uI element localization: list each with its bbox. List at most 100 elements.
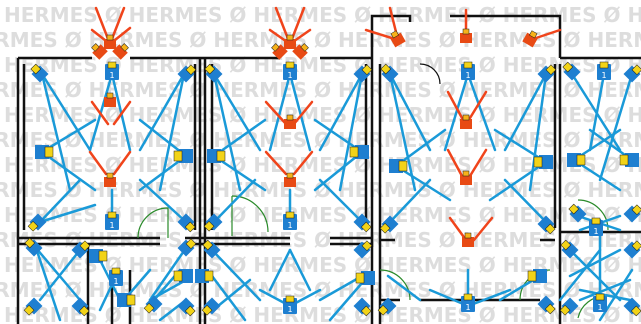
blue-sensor: 1 <box>283 61 297 80</box>
blue-corner-sensor <box>568 203 587 223</box>
blue-beam <box>388 72 432 152</box>
blue-beam <box>138 72 186 152</box>
blue-beam <box>503 72 548 152</box>
blue-beam <box>148 278 188 302</box>
blue-beam <box>288 248 312 292</box>
blue-beam <box>138 154 188 192</box>
blue-beam <box>38 178 82 224</box>
red-sensor <box>460 170 472 185</box>
blue-wall-sensor <box>355 271 375 285</box>
blue-corner-sensor <box>623 64 641 83</box>
blue-wall-sensor <box>173 149 193 163</box>
red-beam <box>264 100 288 126</box>
blue-beam <box>443 72 470 152</box>
blue-wall-sensor <box>527 269 547 283</box>
blue-sensor: 1 <box>283 211 297 230</box>
blue-beam <box>158 72 186 192</box>
red-beam <box>112 100 132 126</box>
blue-beam <box>313 118 364 154</box>
sensor-label: 1 <box>465 71 470 80</box>
blue-beam <box>318 274 364 302</box>
red-sensor <box>104 92 116 107</box>
blue-beam <box>38 203 97 224</box>
sensor-label: 1 <box>287 71 292 80</box>
red-sensor <box>292 43 309 60</box>
blue-beam <box>268 72 292 152</box>
red-sensor <box>460 28 472 43</box>
red-beam <box>468 148 488 178</box>
blue-beam <box>318 72 364 152</box>
blue-beam <box>503 178 548 224</box>
red-sensor <box>112 43 129 60</box>
blue-sensor: 1 <box>461 293 475 312</box>
blue-beam <box>568 248 622 302</box>
blue-wall-sensor <box>349 145 369 159</box>
red-sensor <box>522 30 538 48</box>
blue-beam <box>212 154 267 192</box>
blue-beam <box>394 164 452 202</box>
blue-beam <box>40 72 72 192</box>
sensor-label: 1 <box>601 71 606 80</box>
blue-beam <box>138 178 188 224</box>
blue-beam <box>210 248 262 302</box>
red-beam <box>292 150 314 176</box>
blue-beam <box>216 278 252 308</box>
blue-corner-sensor <box>30 63 49 83</box>
blue-sensor: 1 <box>589 217 603 236</box>
blue-corner-sensor <box>623 240 641 259</box>
red-beam <box>88 150 108 176</box>
red-sensor <box>284 34 296 49</box>
blue-beam <box>388 72 417 192</box>
blue-beam <box>558 248 602 302</box>
blue-wall-sensor <box>567 153 586 167</box>
red-beam <box>292 100 314 126</box>
blue-beam <box>466 72 497 152</box>
blue-corner-sensor <box>623 297 641 317</box>
blue-beam <box>110 72 132 152</box>
blue-corner-sensor <box>537 295 556 315</box>
red-beam <box>112 150 132 176</box>
blue-beam <box>34 246 82 302</box>
blue-corner-sensor <box>537 215 556 235</box>
blue-beam <box>394 128 447 168</box>
blue-beam <box>568 248 622 278</box>
red-sensor <box>284 114 296 129</box>
red-sensor <box>271 43 288 60</box>
blue-wall-sensor <box>117 293 136 307</box>
sensor-label: 1 <box>465 303 470 312</box>
red-beam <box>472 216 494 242</box>
blue-beam <box>493 128 548 164</box>
blue-beam <box>212 72 262 152</box>
red-sensor <box>104 172 116 187</box>
blue-beam <box>212 118 267 158</box>
blue-beam <box>598 72 634 182</box>
blue-corner-sensor <box>559 297 579 316</box>
blue-beam <box>578 278 632 302</box>
sensor-label: 1 <box>113 277 118 286</box>
blue-beam <box>212 178 257 224</box>
blue-beam <box>288 72 312 152</box>
red-sensor <box>390 30 406 48</box>
sensor-label: 1 <box>597 303 602 312</box>
red-beam <box>90 100 110 126</box>
door-swing-arc <box>419 63 441 85</box>
red-sensor <box>460 114 472 129</box>
sensor-label: 1 <box>287 221 292 230</box>
blue-beam <box>148 246 188 302</box>
blue-beam <box>40 150 97 192</box>
blue-sensor: 1 <box>593 293 607 312</box>
blue-beam <box>388 178 432 224</box>
red-sensor <box>104 34 116 49</box>
blue-sensor: 1 <box>597 61 611 80</box>
red-sensor <box>462 232 474 247</box>
blue-wall-sensor <box>533 155 553 169</box>
blue-beam <box>40 72 92 152</box>
sensor-label: 1 <box>109 221 114 230</box>
door-swing-arc <box>137 207 169 239</box>
blue-wall-sensor <box>89 249 108 263</box>
watermark-text-row: Ø HERMES Ø HERMES Ø HERMES Ø HERMES Ø HE… <box>0 228 641 252</box>
blue-beam <box>488 160 548 202</box>
blue-sensor: 1 <box>461 61 475 80</box>
wall-segment <box>22 64 197 230</box>
